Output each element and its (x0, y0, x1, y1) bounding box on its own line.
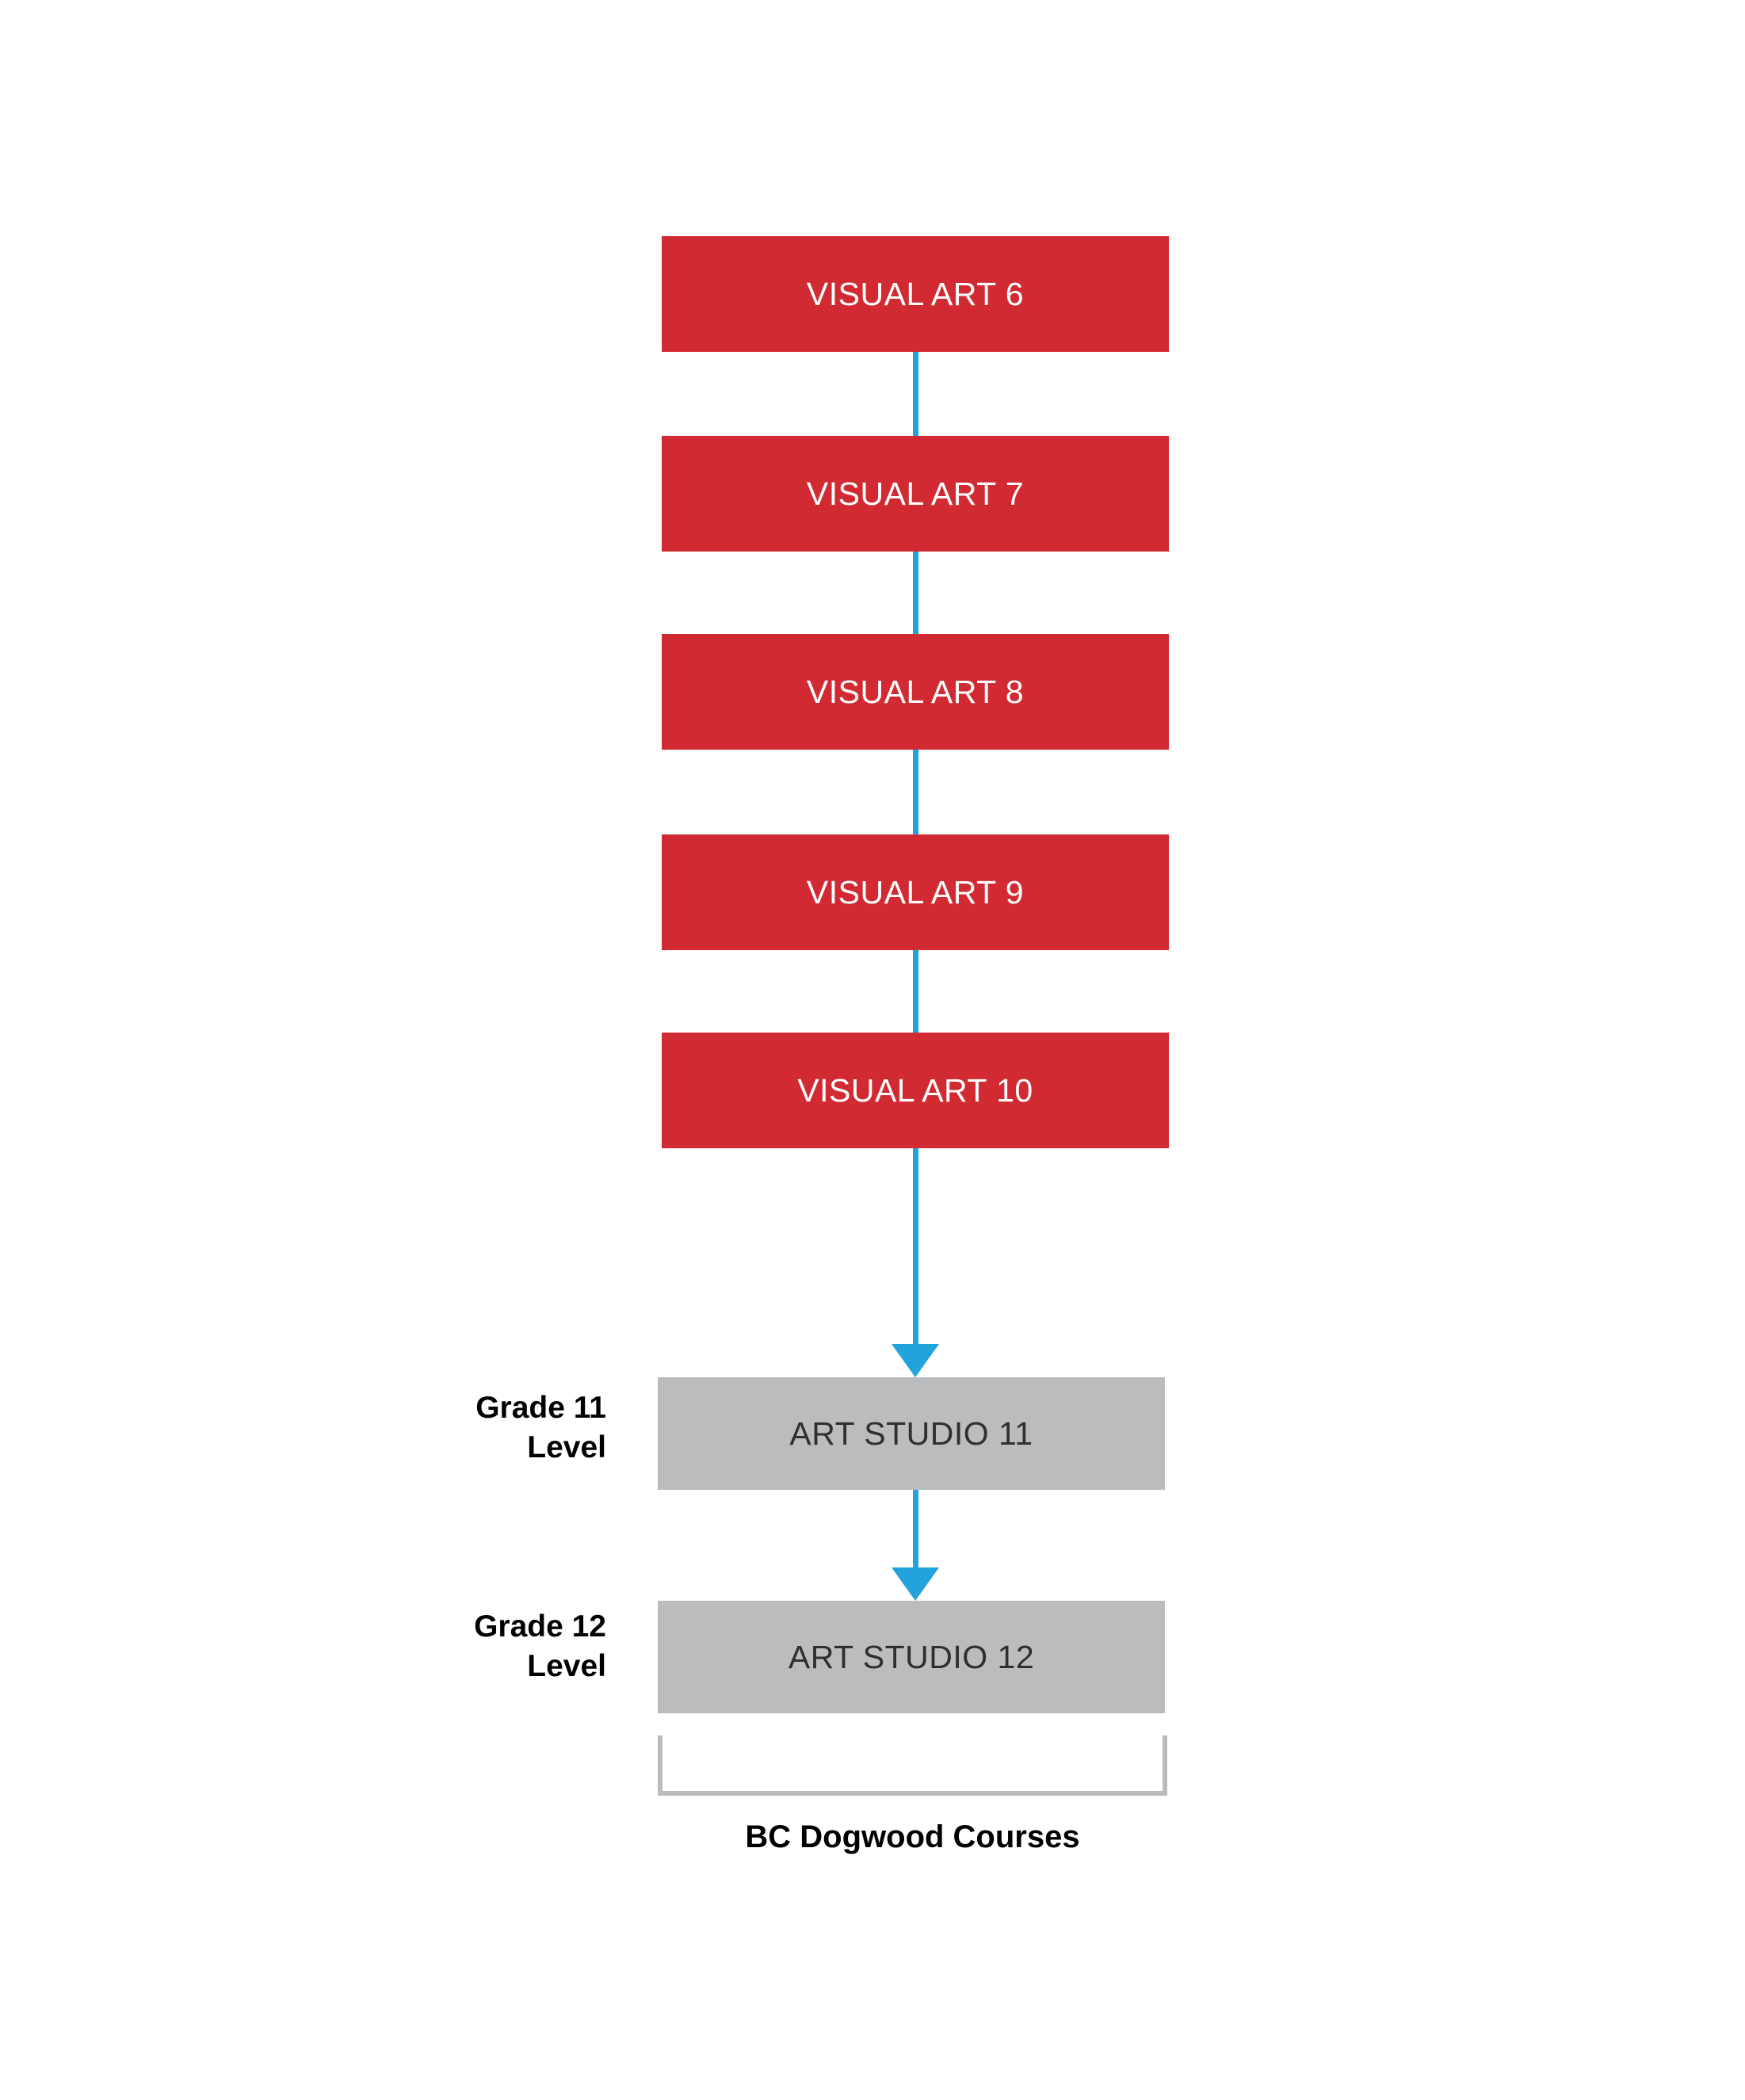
connector-art10-studio11-line (913, 1148, 918, 1346)
course-group-bracket (658, 1735, 1167, 1796)
course-label: VISUAL ART 7 (806, 475, 1025, 512)
arrowhead-art10-studio11 (892, 1344, 939, 1377)
course-label: VISUAL ART 9 (806, 873, 1025, 911)
course-box-visual-art-8[interactable]: VISUAL ART 8 (662, 634, 1169, 750)
connector-art7-art8 (913, 552, 918, 634)
course-label: VISUAL ART 8 (806, 673, 1025, 710)
course-box-visual-art-7[interactable]: VISUAL ART 7 (662, 436, 1169, 552)
course-label: ART STUDIO 11 (789, 1415, 1033, 1452)
connector-art6-art7 (913, 352, 918, 436)
grade-level-line-2: Level (527, 1649, 606, 1683)
course-box-visual-art-9[interactable]: VISUAL ART 9 (662, 834, 1169, 950)
course-box-art-studio-11[interactable]: ART STUDIO 11 (658, 1377, 1165, 1490)
arrowhead-studio11-studio12 (892, 1567, 939, 1601)
course-box-art-studio-12[interactable]: ART STUDIO 12 (658, 1601, 1165, 1713)
grade-level-line-2: Level (527, 1430, 606, 1464)
grade-level-label-12: Grade 12 Level (273, 1607, 606, 1686)
grade-level-label-11: Grade 11 Level (273, 1388, 606, 1468)
course-label: VISUAL ART 6 (806, 275, 1025, 312)
course-label: VISUAL ART 10 (797, 1071, 1033, 1109)
bracket-caption: BC Dogwood Courses (745, 1819, 1080, 1854)
course-box-visual-art-10[interactable]: VISUAL ART 10 (662, 1033, 1169, 1148)
connector-art9-art10 (913, 950, 918, 1033)
grade-level-line-1: Grade 11 (475, 1391, 606, 1425)
connector-studio11-studio12-line (913, 1490, 918, 1569)
connector-art8-art9 (913, 750, 918, 834)
course-label: ART STUDIO 12 (788, 1638, 1035, 1675)
course-box-visual-art-6[interactable]: VISUAL ART 6 (662, 236, 1169, 352)
grade-level-line-1: Grade 12 (474, 1609, 606, 1644)
